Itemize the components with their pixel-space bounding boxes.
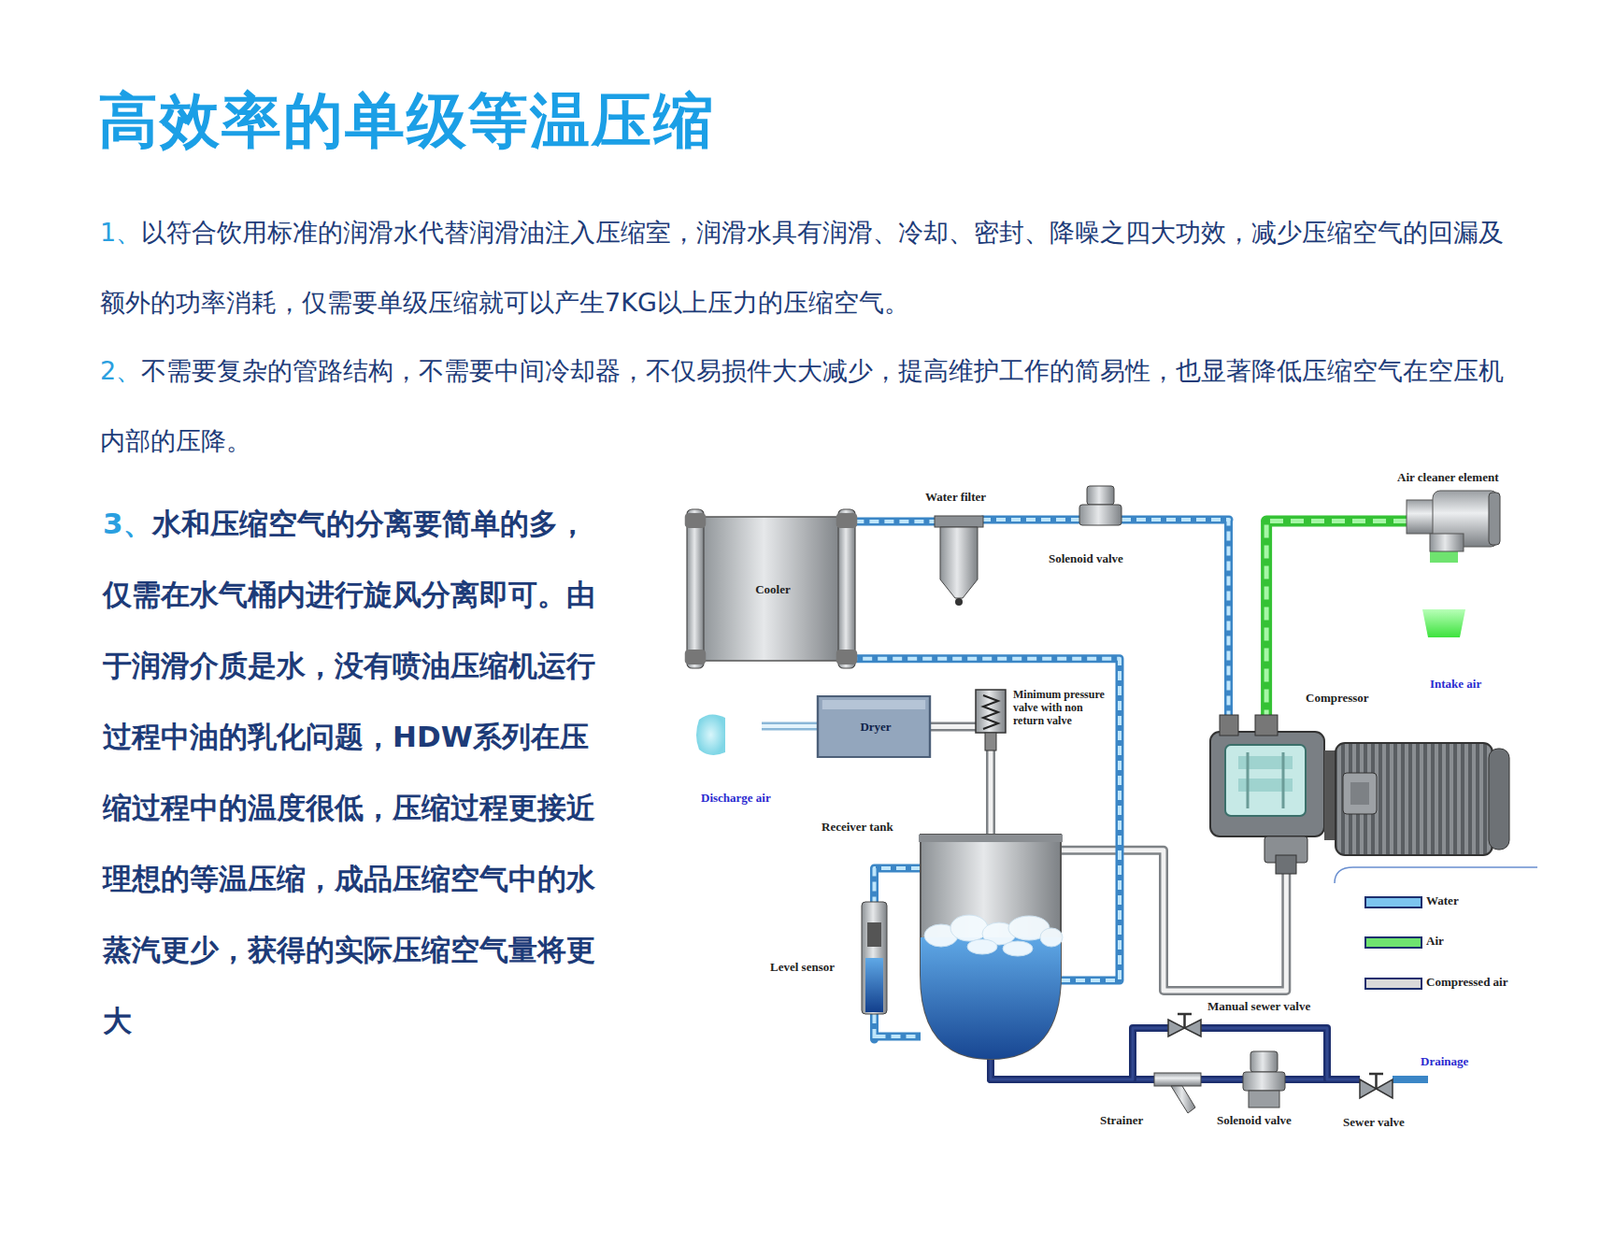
paragraph: 1、以符合饮用标准的润滑水代替润滑油注入压缩室，润滑水具有润滑、冷却、密封、降噪… bbox=[100, 197, 1507, 338]
manual-sewer-valve: Manual sewer valve bbox=[1168, 1014, 1201, 1043]
minimum-pressure-valve: Minimum pressure valve with non return v… bbox=[975, 689, 1006, 751]
pipe-stroke bbox=[874, 868, 922, 902]
pipe bbox=[1266, 521, 1407, 716]
dryer-box: Dryer bbox=[817, 696, 930, 758]
pipe-stroke bbox=[1266, 521, 1407, 716]
pipe-stroke bbox=[1121, 519, 1229, 715]
pipe-stroke bbox=[929, 721, 976, 732]
legend-swatch bbox=[1364, 896, 1423, 909]
pipe-stroke bbox=[983, 519, 1080, 522]
part-label: Dryer bbox=[817, 696, 934, 758]
pipe-stroke bbox=[1200, 1077, 1243, 1081]
part-label: Solenoid valve bbox=[1214, 1113, 1294, 1128]
pipe-stroke bbox=[983, 519, 1080, 522]
title: 高效率的单级等温压缩 bbox=[98, 80, 715, 162]
receiver-tank: Receiver tank bbox=[920, 834, 1061, 1059]
legend-swatch bbox=[1364, 936, 1423, 949]
strainer-symbol bbox=[1154, 1070, 1201, 1122]
sol2-symbol bbox=[1242, 1051, 1286, 1108]
pipe bbox=[1121, 519, 1229, 715]
pipe-stroke bbox=[874, 1014, 922, 1040]
legend-text: Compressed air bbox=[1426, 974, 1509, 990]
strainer: Strainer bbox=[1154, 1070, 1201, 1122]
tank-symbol bbox=[920, 834, 1061, 1059]
intake-air-glow bbox=[1422, 609, 1466, 638]
pipe-stroke bbox=[855, 519, 935, 525]
part-label: Sewer valve bbox=[1341, 1114, 1407, 1129]
legend-text: Air bbox=[1426, 933, 1444, 949]
pipe-stroke bbox=[929, 724, 976, 730]
pipe-stroke bbox=[855, 517, 935, 528]
flow-label: Drainage bbox=[1418, 1054, 1471, 1070]
paragraph-text: 不需要复杂的管路结构，不需要中间冷却器，不仅易损件大大减少，提高维护工作的简易性… bbox=[100, 356, 1504, 456]
pipe bbox=[983, 519, 1080, 522]
comp-symbol bbox=[1210, 714, 1515, 874]
part-label: Manual sewer valve bbox=[1205, 999, 1313, 1014]
cleaner-symbol bbox=[1406, 490, 1500, 552]
water-filter: Water filter bbox=[934, 512, 984, 606]
paragraph: 2、不需要复杂的管路结构，不需要中间冷却器，不仅易损件大大减少，提高维护工作的简… bbox=[100, 335, 1507, 476]
paragraph: 3、水和压缩空气的分离要简单的多，仅需在水气桶内进行旋风分离即可。由于润滑介质是… bbox=[102, 487, 608, 1057]
pipe-stroke bbox=[1060, 850, 1286, 991]
pipe bbox=[929, 726, 976, 729]
pipe-stroke bbox=[988, 750, 994, 835]
pipe-stroke bbox=[1121, 519, 1229, 715]
solenoid-valve: Solenoid valve bbox=[1079, 485, 1122, 529]
pipe-stroke bbox=[985, 750, 996, 835]
legend-swatch bbox=[1364, 977, 1423, 990]
legend-text: Water bbox=[1426, 893, 1459, 909]
pipe-stroke bbox=[1266, 521, 1407, 716]
paragraph-text: 水和压缩空气的分离要简单的多，仅需在水气桶内进行旋风分离即可。由于润滑介质是水，… bbox=[102, 506, 596, 1038]
item-number: 3、 bbox=[102, 506, 153, 541]
filter-symbol bbox=[934, 512, 984, 606]
pipe bbox=[1060, 850, 1286, 991]
pipe-stroke bbox=[874, 868, 922, 902]
drainage-pipe bbox=[1392, 1075, 1429, 1084]
item-number: 2、 bbox=[100, 356, 142, 386]
sewer-valve: Sewer valve bbox=[1359, 1070, 1393, 1108]
flow-label: Intake air bbox=[1428, 676, 1484, 692]
compressor: Compressor bbox=[1210, 714, 1515, 874]
valve-symbol bbox=[1168, 1014, 1201, 1043]
part-label: Minimum pressure valve with non return v… bbox=[1011, 687, 1109, 728]
paragraph-text: 以符合饮用标准的润滑水代替润滑油注入压缩室，润滑水具有润滑、冷却、密封、降噪之四… bbox=[100, 217, 1504, 317]
part-label: Receiver tank bbox=[819, 819, 896, 834]
pipe bbox=[855, 521, 935, 524]
part-label: Air cleaner element bbox=[1395, 470, 1501, 485]
part-label: Solenoid valve bbox=[1046, 551, 1126, 566]
flow-label: Discharge air bbox=[699, 790, 773, 806]
cooler-box: Cooler bbox=[686, 509, 856, 669]
pipe-stroke bbox=[1200, 1075, 1243, 1084]
pipe-stroke bbox=[1060, 850, 1286, 991]
level-symbol bbox=[857, 901, 891, 1015]
item-number: 1、 bbox=[100, 217, 142, 247]
part-label: Level sensor bbox=[768, 959, 837, 974]
part-label: Water filter bbox=[923, 489, 988, 504]
discharge-pipe-core bbox=[761, 724, 819, 729]
pipe-stroke bbox=[874, 1014, 922, 1040]
sol-symbol bbox=[1079, 485, 1122, 529]
part-label: Compressor bbox=[1303, 690, 1372, 705]
pipe bbox=[990, 750, 992, 835]
part-label: Cooler bbox=[686, 509, 859, 669]
minv-symbol bbox=[975, 689, 1006, 751]
discharge-pipe bbox=[761, 722, 819, 731]
part-label: Strainer bbox=[1098, 1113, 1145, 1128]
pipe bbox=[1200, 1078, 1243, 1080]
level-sensor: Level sensor bbox=[857, 901, 891, 1015]
sewer-symbol bbox=[1359, 1070, 1393, 1108]
legend-frame bbox=[1334, 867, 1538, 884]
pipe bbox=[874, 868, 922, 902]
air-cleaner: Air cleaner element bbox=[1406, 490, 1500, 552]
solenoid-valve: Solenoid valve bbox=[1242, 1051, 1286, 1108]
discharge-air-cloud bbox=[696, 714, 726, 755]
pipe bbox=[874, 1014, 922, 1040]
